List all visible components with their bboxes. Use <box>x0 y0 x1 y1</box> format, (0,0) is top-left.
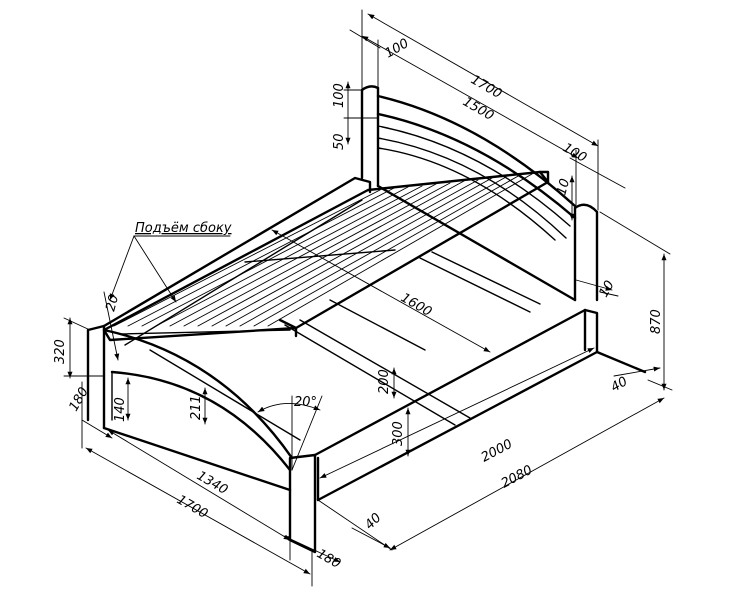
dim-870: 870 <box>649 309 664 334</box>
lifted-slat-frame <box>102 170 550 342</box>
dim-140: 140 <box>113 397 128 422</box>
footboard-left-post <box>86 324 106 430</box>
dim-2000: 2000 <box>479 437 515 466</box>
dim-300: 300 <box>391 421 406 446</box>
bottom-cross-slats <box>149 251 541 441</box>
slat-frame-front-bar <box>119 329 291 335</box>
dim-40-right: 40 <box>609 374 631 395</box>
dim-100-vertical: 100 <box>332 83 347 108</box>
cross-slat-4 <box>149 349 301 441</box>
dim-1700-bottom: 1700 <box>174 492 210 522</box>
cross-slat-1b <box>299 319 471 419</box>
headboard-right-post <box>573 203 599 302</box>
footboard-right-post <box>288 453 317 554</box>
caption-side-lift: Подъём сбоку <box>135 221 232 236</box>
right-rail-outline <box>313 308 599 502</box>
dim-20-degrees: 20° <box>294 395 317 410</box>
dim-10-top: 10 <box>554 177 573 197</box>
cross-slat-3b <box>431 251 541 305</box>
cross-slat-1 <box>284 324 456 426</box>
dim-50: 50 <box>332 133 347 150</box>
slat-frame-corner-far <box>538 170 550 184</box>
dim-1500: 1500 <box>460 94 496 124</box>
dim-10-right: 10 <box>596 278 617 300</box>
dim-100-top-left: 100 <box>383 36 412 61</box>
dim-1600: 1600 <box>398 290 434 320</box>
dim-100-top-right: 100 <box>560 140 589 165</box>
dim-20: 20 <box>103 293 122 313</box>
dim-320: 320 <box>53 339 68 364</box>
slat-cross-bar <box>244 249 396 263</box>
headboard-bottom <box>376 184 577 302</box>
dim-2080: 2080 <box>499 463 535 492</box>
dim-200: 200 <box>377 369 392 394</box>
headboard-panel-top <box>377 125 571 227</box>
right-rail-foot <box>595 350 647 374</box>
dim-211: 211 <box>189 395 204 420</box>
left-rail-top <box>102 176 372 328</box>
dim-180-bottom: 180 <box>314 546 343 571</box>
dim-1340: 1340 <box>194 468 230 498</box>
headboard-left-post <box>360 85 380 188</box>
dimension-labels: Подъём сбоку 1700 100 1500 100 100 50 10… <box>53 36 664 572</box>
dim-40-bottom: 40 <box>362 511 384 533</box>
cross-slat-3 <box>419 257 531 313</box>
dimension-lines <box>63 9 673 587</box>
right-side-rail <box>313 308 647 502</box>
